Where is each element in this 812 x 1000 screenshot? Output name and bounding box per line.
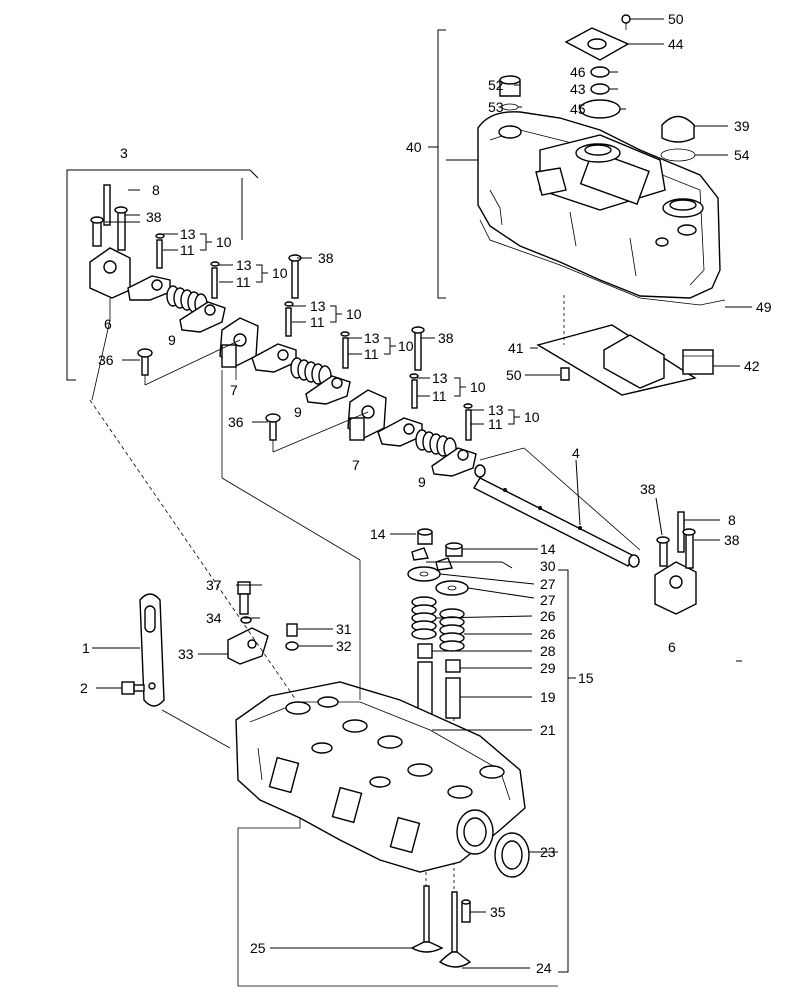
callout-26a: 26	[540, 608, 556, 624]
callout-14a: 14	[370, 526, 386, 542]
callout-13c: 13	[310, 298, 326, 314]
callout-7b: 7	[352, 457, 360, 473]
callout-23: 23	[540, 844, 556, 860]
callout-2: 2	[80, 680, 88, 696]
callout-11e: 11	[432, 388, 447, 404]
callout-32: 32	[336, 638, 352, 654]
callout-46: 46	[570, 64, 586, 80]
callout-38c: 38	[438, 330, 454, 346]
callout-11a: 11	[180, 242, 195, 258]
callout-35: 35	[490, 904, 506, 920]
callout-13a: 13	[180, 226, 196, 242]
callout-10b: 10	[272, 265, 288, 281]
callout-11b: 11	[236, 274, 251, 290]
callout-11f: 11	[488, 416, 503, 432]
callout-40: 40	[406, 139, 422, 155]
callout-25: 25	[250, 940, 266, 956]
callout-9c: 9	[418, 474, 426, 490]
callout-29: 29	[540, 660, 556, 676]
callout-49: 49	[756, 299, 772, 315]
callout-10f: 10	[524, 409, 540, 425]
callout-52: 52	[488, 77, 504, 93]
callout-13e: 13	[432, 370, 448, 386]
callout-37: 37	[206, 577, 222, 593]
callout-8b: 8	[728, 512, 736, 528]
callout-8a: 8	[152, 182, 160, 198]
callout-27a: 27	[540, 576, 556, 592]
callout-50b: 50	[506, 367, 522, 383]
callout-53: 53	[488, 99, 504, 115]
callout-13f: 13	[488, 402, 504, 418]
callout-44: 44	[668, 36, 684, 52]
callout-10e: 10	[470, 379, 486, 395]
callout-10c: 10	[346, 306, 362, 322]
leader-lines	[92, 18, 742, 969]
callout-14b: 14	[540, 541, 556, 557]
callout-43: 43	[570, 81, 586, 97]
callout-42: 42	[744, 358, 760, 374]
callout-9a: 9	[168, 332, 176, 348]
callout-3: 3	[120, 145, 128, 161]
callout-21: 21	[540, 722, 556, 738]
callout-11c: 11	[310, 314, 325, 330]
valve-cover-assembly	[428, 14, 752, 396]
callout-13d: 13	[364, 330, 380, 346]
callout-10d: 10	[398, 338, 414, 354]
callout-28: 28	[540, 643, 556, 659]
callout-31: 31	[336, 621, 352, 637]
callout-6a: 6	[104, 316, 112, 332]
callout-41: 41	[508, 340, 524, 356]
callout-19: 19	[540, 689, 556, 705]
callout-45: 45	[570, 101, 586, 117]
callout-38a: 38	[146, 209, 162, 225]
callout-54: 54	[734, 147, 750, 163]
callout-24: 24	[536, 960, 552, 976]
callout-labels: 50 44 52 46 43 53 45 39 40 54 3 8 38 13 …	[80, 11, 772, 976]
callout-50a: 50	[668, 11, 684, 27]
callout-9b: 9	[294, 404, 302, 420]
callout-7a: 7	[230, 382, 238, 398]
callout-13b: 13	[236, 257, 252, 273]
callout-36b: 36	[228, 414, 244, 430]
callout-26b: 26	[540, 626, 556, 642]
callout-10a: 10	[216, 234, 232, 250]
rocker-arm-assembly	[66, 169, 697, 615]
callout-1: 1	[82, 640, 90, 656]
callout-27b: 27	[540, 592, 556, 608]
callout-30: 30	[540, 558, 556, 574]
callout-38e: 38	[724, 532, 740, 548]
callout-38b: 38	[318, 250, 334, 266]
callout-6b: 6	[668, 639, 676, 655]
callout-34: 34	[206, 610, 222, 626]
callout-39: 39	[734, 118, 750, 134]
callout-33: 33	[178, 646, 194, 662]
callout-15: 15	[578, 670, 594, 686]
callout-4: 4	[572, 445, 580, 461]
callout-36a: 36	[98, 352, 114, 368]
callout-38d: 38	[640, 481, 656, 497]
callout-11d: 11	[364, 346, 379, 362]
valve-train-parts	[407, 528, 576, 973]
